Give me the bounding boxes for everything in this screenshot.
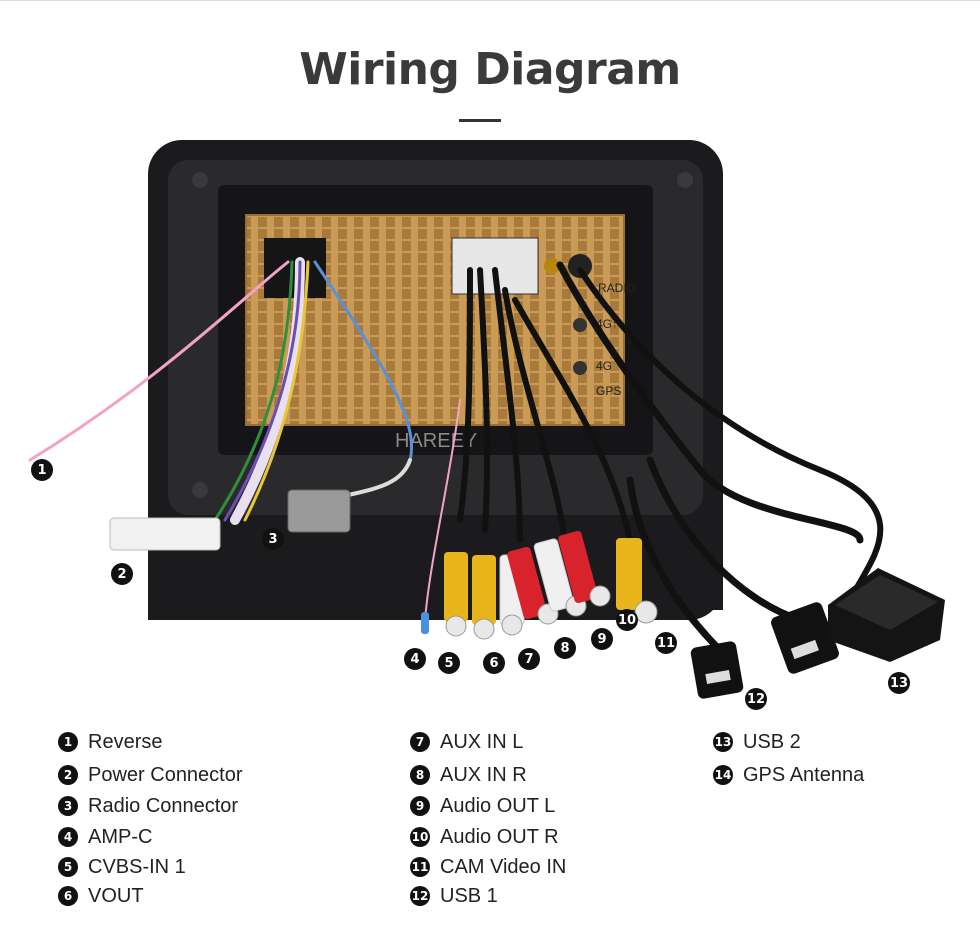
power-connector-plug [109, 517, 221, 551]
legend-item: 11 CAM Video IN [410, 854, 566, 880]
legend-label: VOUT [88, 884, 144, 907]
radio-chassis: RADIO 4G↑ 4G GPS HAREEY [245, 214, 636, 452]
usb-2-port [771, 602, 839, 674]
legend-number: 1 [58, 732, 78, 752]
legend-item: 6 VOUT [58, 883, 144, 909]
legend-number: 3 [58, 796, 78, 816]
legend-item: 4 AMP-C [58, 824, 152, 850]
legend-label: AUX IN L [440, 730, 524, 753]
legend-label: Power Connector [88, 763, 243, 786]
title-underline [459, 119, 501, 122]
radio-connector-plug [287, 489, 351, 533]
legend-label: Audio OUT L [440, 794, 556, 817]
callout-13: 13 [888, 672, 910, 694]
legend-number: 2 [58, 765, 78, 785]
legend-label: Reverse [88, 730, 163, 753]
legend-item: 9 Audio OUT L [410, 793, 555, 819]
radio-port-label: RADIO [598, 281, 636, 295]
callout-8: 8 [554, 637, 576, 659]
rca-vout [472, 555, 496, 640]
legend-label: CAM Video IN [440, 855, 567, 878]
legend-item: 12 USB 1 [410, 883, 498, 909]
amp-c-wire-end [421, 612, 429, 634]
top-divider [0, 0, 980, 1]
callout-11: 11 [655, 632, 677, 654]
callout-1: 1 [31, 459, 53, 481]
callout-12: 12 [745, 688, 767, 710]
legend-number: 7 [410, 732, 430, 752]
legend-item: 2 Power Connector [58, 762, 243, 788]
legend-item: 13 USB 2 [713, 729, 801, 755]
callout-4: 4 [404, 648, 426, 670]
legend-number: 8 [410, 765, 430, 785]
4g-port-label-b: 4G [596, 359, 612, 373]
legend-item: 8 AUX IN R [410, 762, 527, 788]
legend-number: 5 [58, 857, 78, 877]
page-title: Wiring Diagram [299, 44, 681, 95]
legend-item: 14 GPS Antenna [713, 762, 864, 788]
legend-label: USB 1 [440, 884, 498, 907]
callout-5: 5 [438, 652, 460, 674]
legend-label: USB 2 [743, 730, 801, 753]
rca-audio-out-r [558, 530, 611, 607]
gps-port-label: GPS [596, 384, 621, 398]
legend-number: 14 [713, 765, 733, 785]
legend-number: 11 [410, 857, 430, 877]
legend-item: 5 CVBS-IN 1 [58, 854, 186, 880]
legend-label: Radio Connector [88, 794, 239, 817]
legend-number: 9 [410, 796, 430, 816]
callout-6: 6 [483, 652, 505, 674]
wiring-diagram: RADIO 4G↑ 4G GPS HAREEY [28, 140, 945, 699]
legend-number: 10 [410, 827, 430, 847]
4g-port-label-a: 4G↑ [596, 317, 618, 331]
callout-3: 3 [262, 528, 284, 550]
legend-item: 10 Audio OUT R [410, 824, 559, 850]
rca-cam-video-in [616, 538, 658, 624]
callout-2: 2 [111, 563, 133, 585]
gps-antenna [828, 568, 945, 662]
legend-label: GPS Antenna [743, 763, 865, 786]
rca-cvbs-in-1 [444, 552, 468, 637]
legend-number: 12 [410, 886, 430, 906]
callout-7: 7 [518, 648, 540, 670]
legend-label: Audio OUT R [440, 825, 559, 848]
callout-10: 10 [616, 609, 638, 631]
legend-number: 6 [58, 886, 78, 906]
callout-9: 9 [591, 628, 613, 650]
legend-label: CVBS-IN 1 [88, 855, 186, 878]
legend-number: 13 [713, 732, 733, 752]
legend-label: AUX IN R [440, 763, 527, 786]
legend-item: 1 Reverse [58, 729, 162, 755]
legend-number: 4 [58, 827, 78, 847]
watermark: HAREEY [395, 430, 477, 452]
legend-item: 7 AUX IN L [410, 729, 523, 755]
legend-item: 3 Radio Connector [58, 793, 238, 819]
legend-label: AMP-C [88, 825, 153, 848]
usb-1-port [690, 641, 744, 699]
